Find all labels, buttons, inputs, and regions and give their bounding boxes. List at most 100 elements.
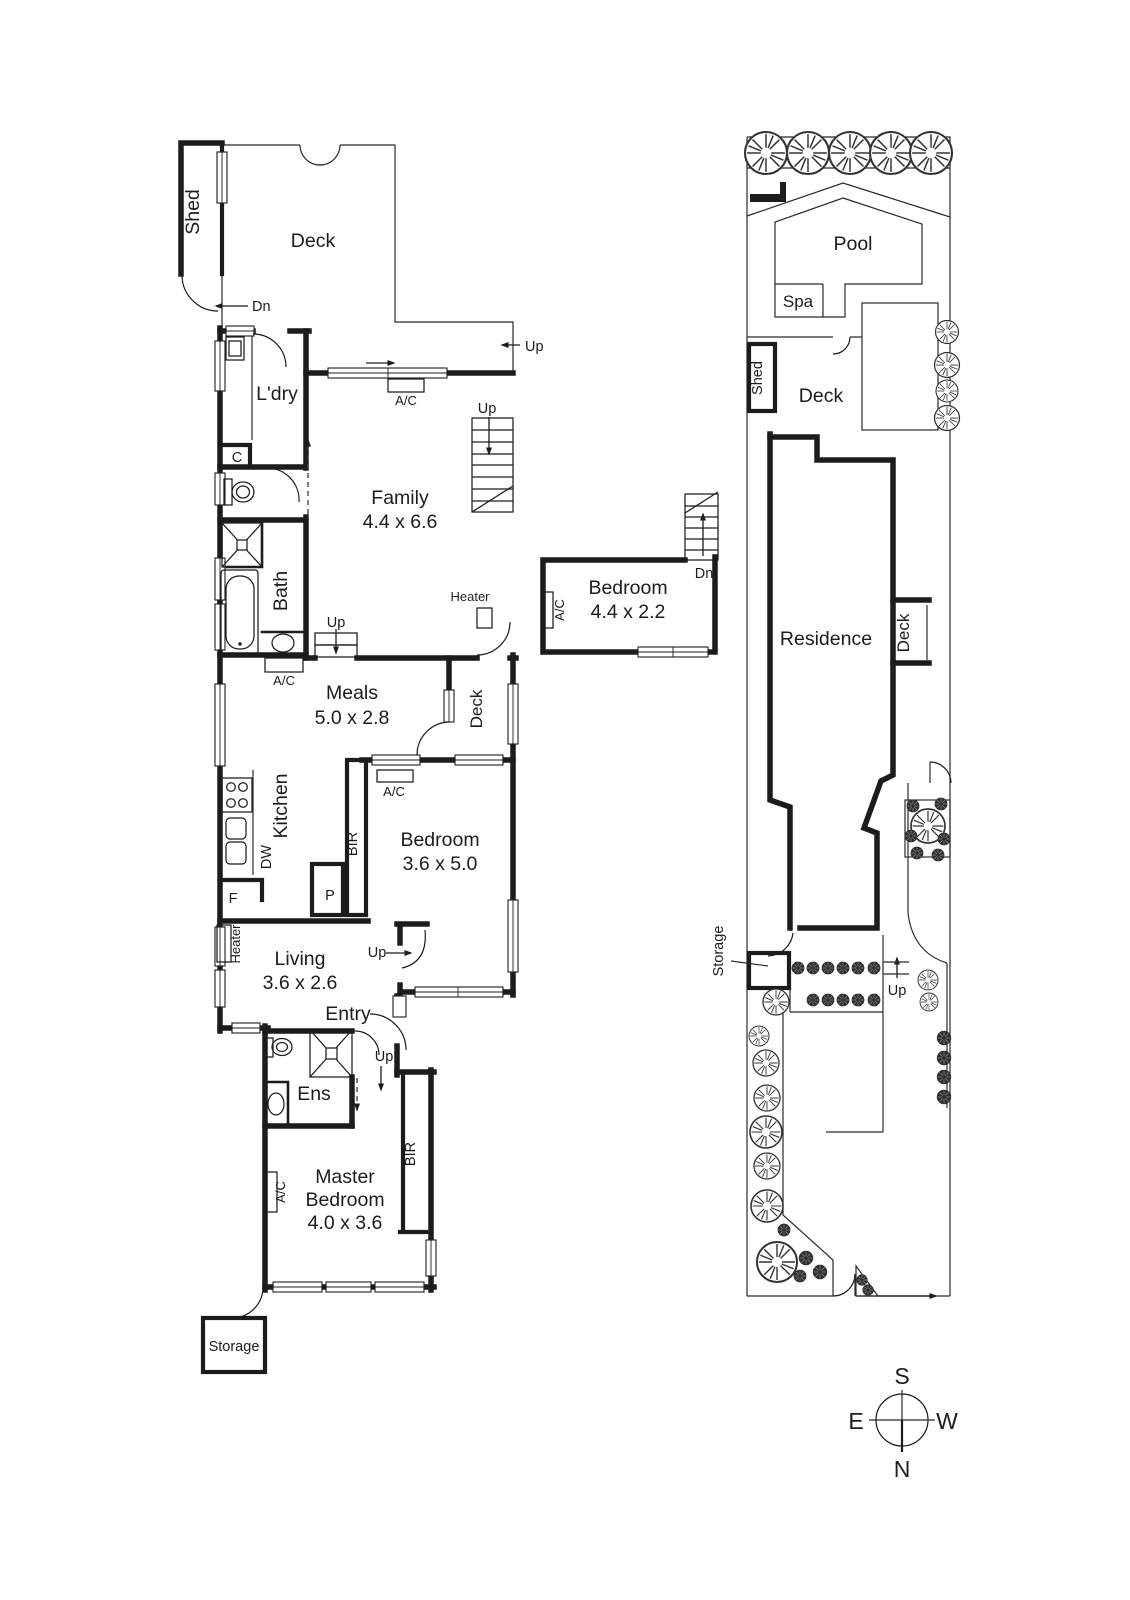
shrub-icon (931, 848, 945, 862)
tree-icon (750, 1189, 784, 1223)
shrub-icon (904, 829, 918, 843)
label-ac-bath: A/C (273, 673, 295, 688)
annotation-up-stairs: Up (478, 401, 497, 417)
label-heater-family: Heater (450, 589, 490, 604)
pool-area: Pool Spa (746, 182, 951, 318)
shrub-icon (936, 1050, 952, 1066)
room-label-entry: Entry (325, 1003, 371, 1025)
site-label-deck-rear: Deck (799, 385, 844, 407)
shrub-icon (793, 1269, 807, 1283)
shrub-icon (851, 961, 865, 975)
room-label-master-2: Bedroom (305, 1189, 384, 1211)
shrub-icon (777, 1223, 791, 1237)
shrub-icon (791, 961, 805, 975)
residence-outline: Residence Deck (767, 431, 932, 957)
label-pantry: P (325, 888, 335, 904)
site-storage: Storage (711, 926, 792, 991)
tree-icon (868, 130, 914, 176)
shrub-icon (867, 993, 881, 1007)
room-dims-meals: 5.0 x 2.8 (315, 707, 390, 729)
label-fridge: F (229, 891, 238, 907)
room-label-shed: Shed (182, 189, 204, 235)
tree-icon (785, 130, 831, 176)
shrub-icon (836, 961, 850, 975)
tree-icon (749, 1115, 783, 1149)
room-dims-family: 4.4 x 6.6 (363, 511, 438, 533)
tree-icon (762, 988, 790, 1016)
compass-rose: S E W N (848, 1363, 958, 1482)
tree-icon (917, 969, 939, 991)
room-label-deck-inner: Deck (467, 689, 486, 728)
deck-top-outline (221, 144, 514, 371)
house-labels: Shed Deck Dn Up L'dry C A/C Up Family 4.… (182, 189, 544, 1355)
shrub-icon (798, 1250, 814, 1266)
house-floorplan: Shed Deck Dn Up L'dry C A/C Up Family 4.… (178, 140, 544, 1375)
tree-icon (827, 130, 873, 176)
label-ac-family: A/C (395, 393, 417, 408)
windows (214, 325, 519, 1293)
shrub-icon (806, 961, 820, 975)
room-label-storage-house: Storage (209, 1339, 260, 1355)
tree-icon (935, 379, 959, 403)
shrub-icon (910, 846, 924, 860)
shrub-icon (936, 1030, 952, 1046)
room-label-ensuite: Ens (297, 1083, 331, 1105)
label-cupboard: C (232, 450, 242, 466)
tree-icon (753, 1084, 781, 1112)
site-label-deck-side: Deck (894, 613, 913, 652)
tree-icon (756, 1241, 798, 1283)
annotation-up-meals: Up (327, 615, 346, 631)
room-label-bedroom2: Bedroom (400, 829, 479, 851)
room-label-bedroom-upper: Bedroom (588, 577, 667, 599)
shrub-icon (867, 961, 881, 975)
annotation-up-deck: Up (525, 339, 544, 355)
shrub-icon (862, 1284, 874, 1296)
storage-house (200, 1315, 268, 1375)
shrub-icon (936, 1089, 952, 1105)
site-plan: Pool Spa Shed Deck Residence Deck (711, 130, 961, 1299)
label-ac-upper: A/C (552, 599, 567, 621)
label-ac-bedroom2: A/C (383, 784, 405, 799)
site-label-shed: Shed (750, 361, 766, 395)
site-label-storage: Storage (711, 926, 727, 977)
site-label-residence: Residence (780, 628, 872, 650)
site-label-spa: Spa (783, 292, 814, 311)
shrub-icon (821, 993, 835, 1007)
room-label-deck-top: Deck (291, 230, 336, 252)
compass-west: W (936, 1408, 958, 1434)
shrub-icon (906, 799, 920, 813)
shrub-icon (937, 832, 951, 846)
annotation-up-landing: Up (368, 945, 387, 961)
room-dims-master: 4.0 x 3.6 (308, 1212, 383, 1234)
room-label-bath: Bath (270, 571, 292, 611)
room-label-kitchen: Kitchen (270, 773, 292, 838)
label-dishwasher: DW (259, 845, 275, 869)
compass-south: S (894, 1363, 909, 1389)
rear-deck-area: Shed Deck (746, 302, 961, 432)
site-label-pool: Pool (833, 233, 872, 255)
compass-east: E (848, 1408, 863, 1434)
label-bir-master: BIR (403, 1142, 419, 1166)
stairs-upper (684, 491, 719, 561)
tree-icon (908, 130, 954, 176)
retaining-wall (750, 182, 786, 202)
tree-icon (748, 1025, 770, 1047)
tree-icon (919, 992, 939, 1012)
room-label-laundry: L'dry (256, 383, 298, 405)
room-dims-bedroom2: 3.6 x 5.0 (403, 853, 478, 875)
room-label-family: Family (371, 487, 429, 509)
label-bir-bedroom2: BIR (345, 832, 361, 856)
shrub-icon (851, 993, 865, 1007)
fixtures (216, 336, 493, 1213)
shrub-icon (936, 1069, 952, 1085)
shed-structure (178, 140, 228, 312)
tree-icon (743, 130, 789, 176)
tree-icon (753, 1152, 781, 1180)
room-label-meals: Meals (326, 682, 378, 704)
shrub-icon (856, 1274, 868, 1286)
shrub-icon (812, 1264, 828, 1280)
tree-icon (752, 1049, 780, 1077)
shrub-icon (934, 797, 948, 811)
